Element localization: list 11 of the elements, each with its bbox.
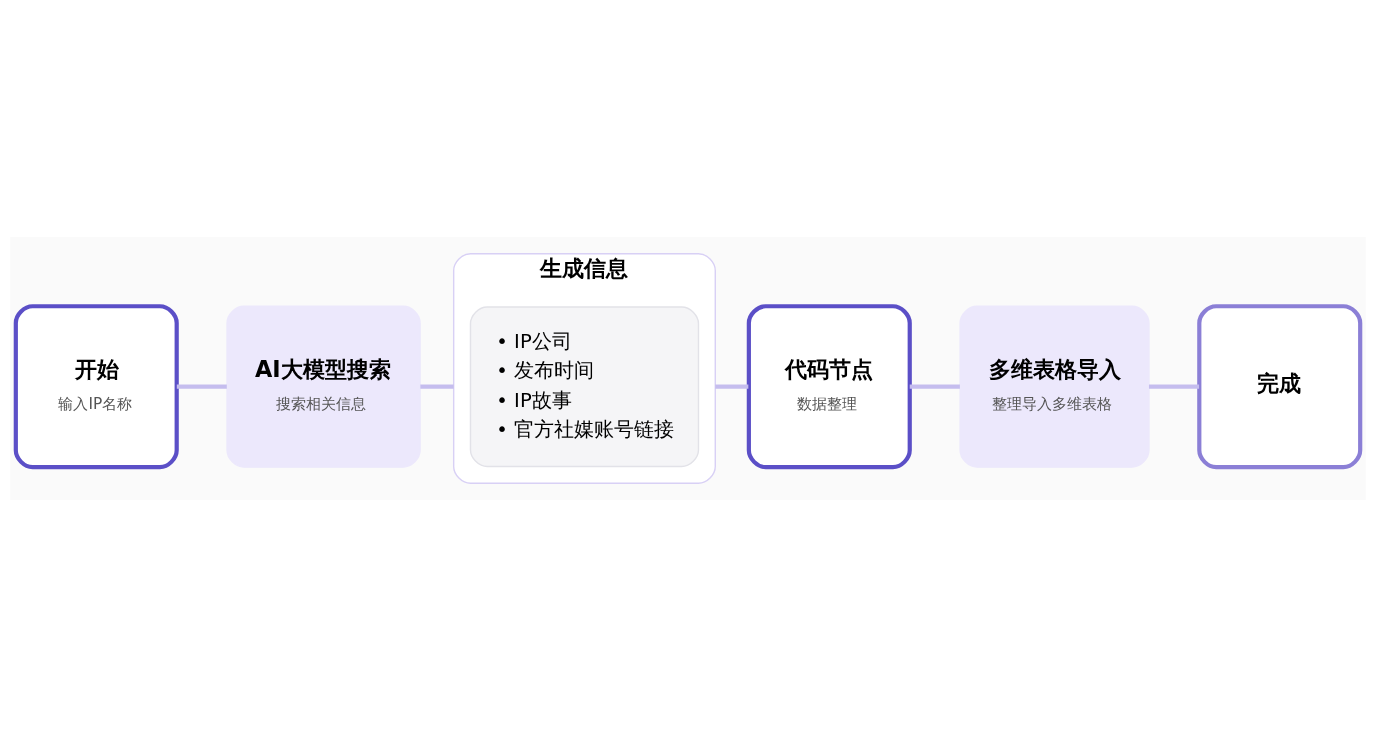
node-box: 代码节点 数据整理 <box>746 304 912 470</box>
connector <box>176 384 227 389</box>
node-box: 完成 <box>1197 304 1363 470</box>
connector <box>715 384 749 389</box>
node-box: 多维表格导入 整理导入多维表格 <box>959 305 1150 468</box>
connector <box>909 384 960 389</box>
node-box: AI大模型搜索 搜索相关信息 <box>226 305 421 468</box>
connector <box>1148 384 1200 389</box>
node-box: 开始 输入IP名称 <box>13 304 179 470</box>
connector <box>420 384 454 389</box>
node-box: • IP公司 • 发布时间 • IP故事 • 官方社媒账号链接 <box>469 306 700 468</box>
